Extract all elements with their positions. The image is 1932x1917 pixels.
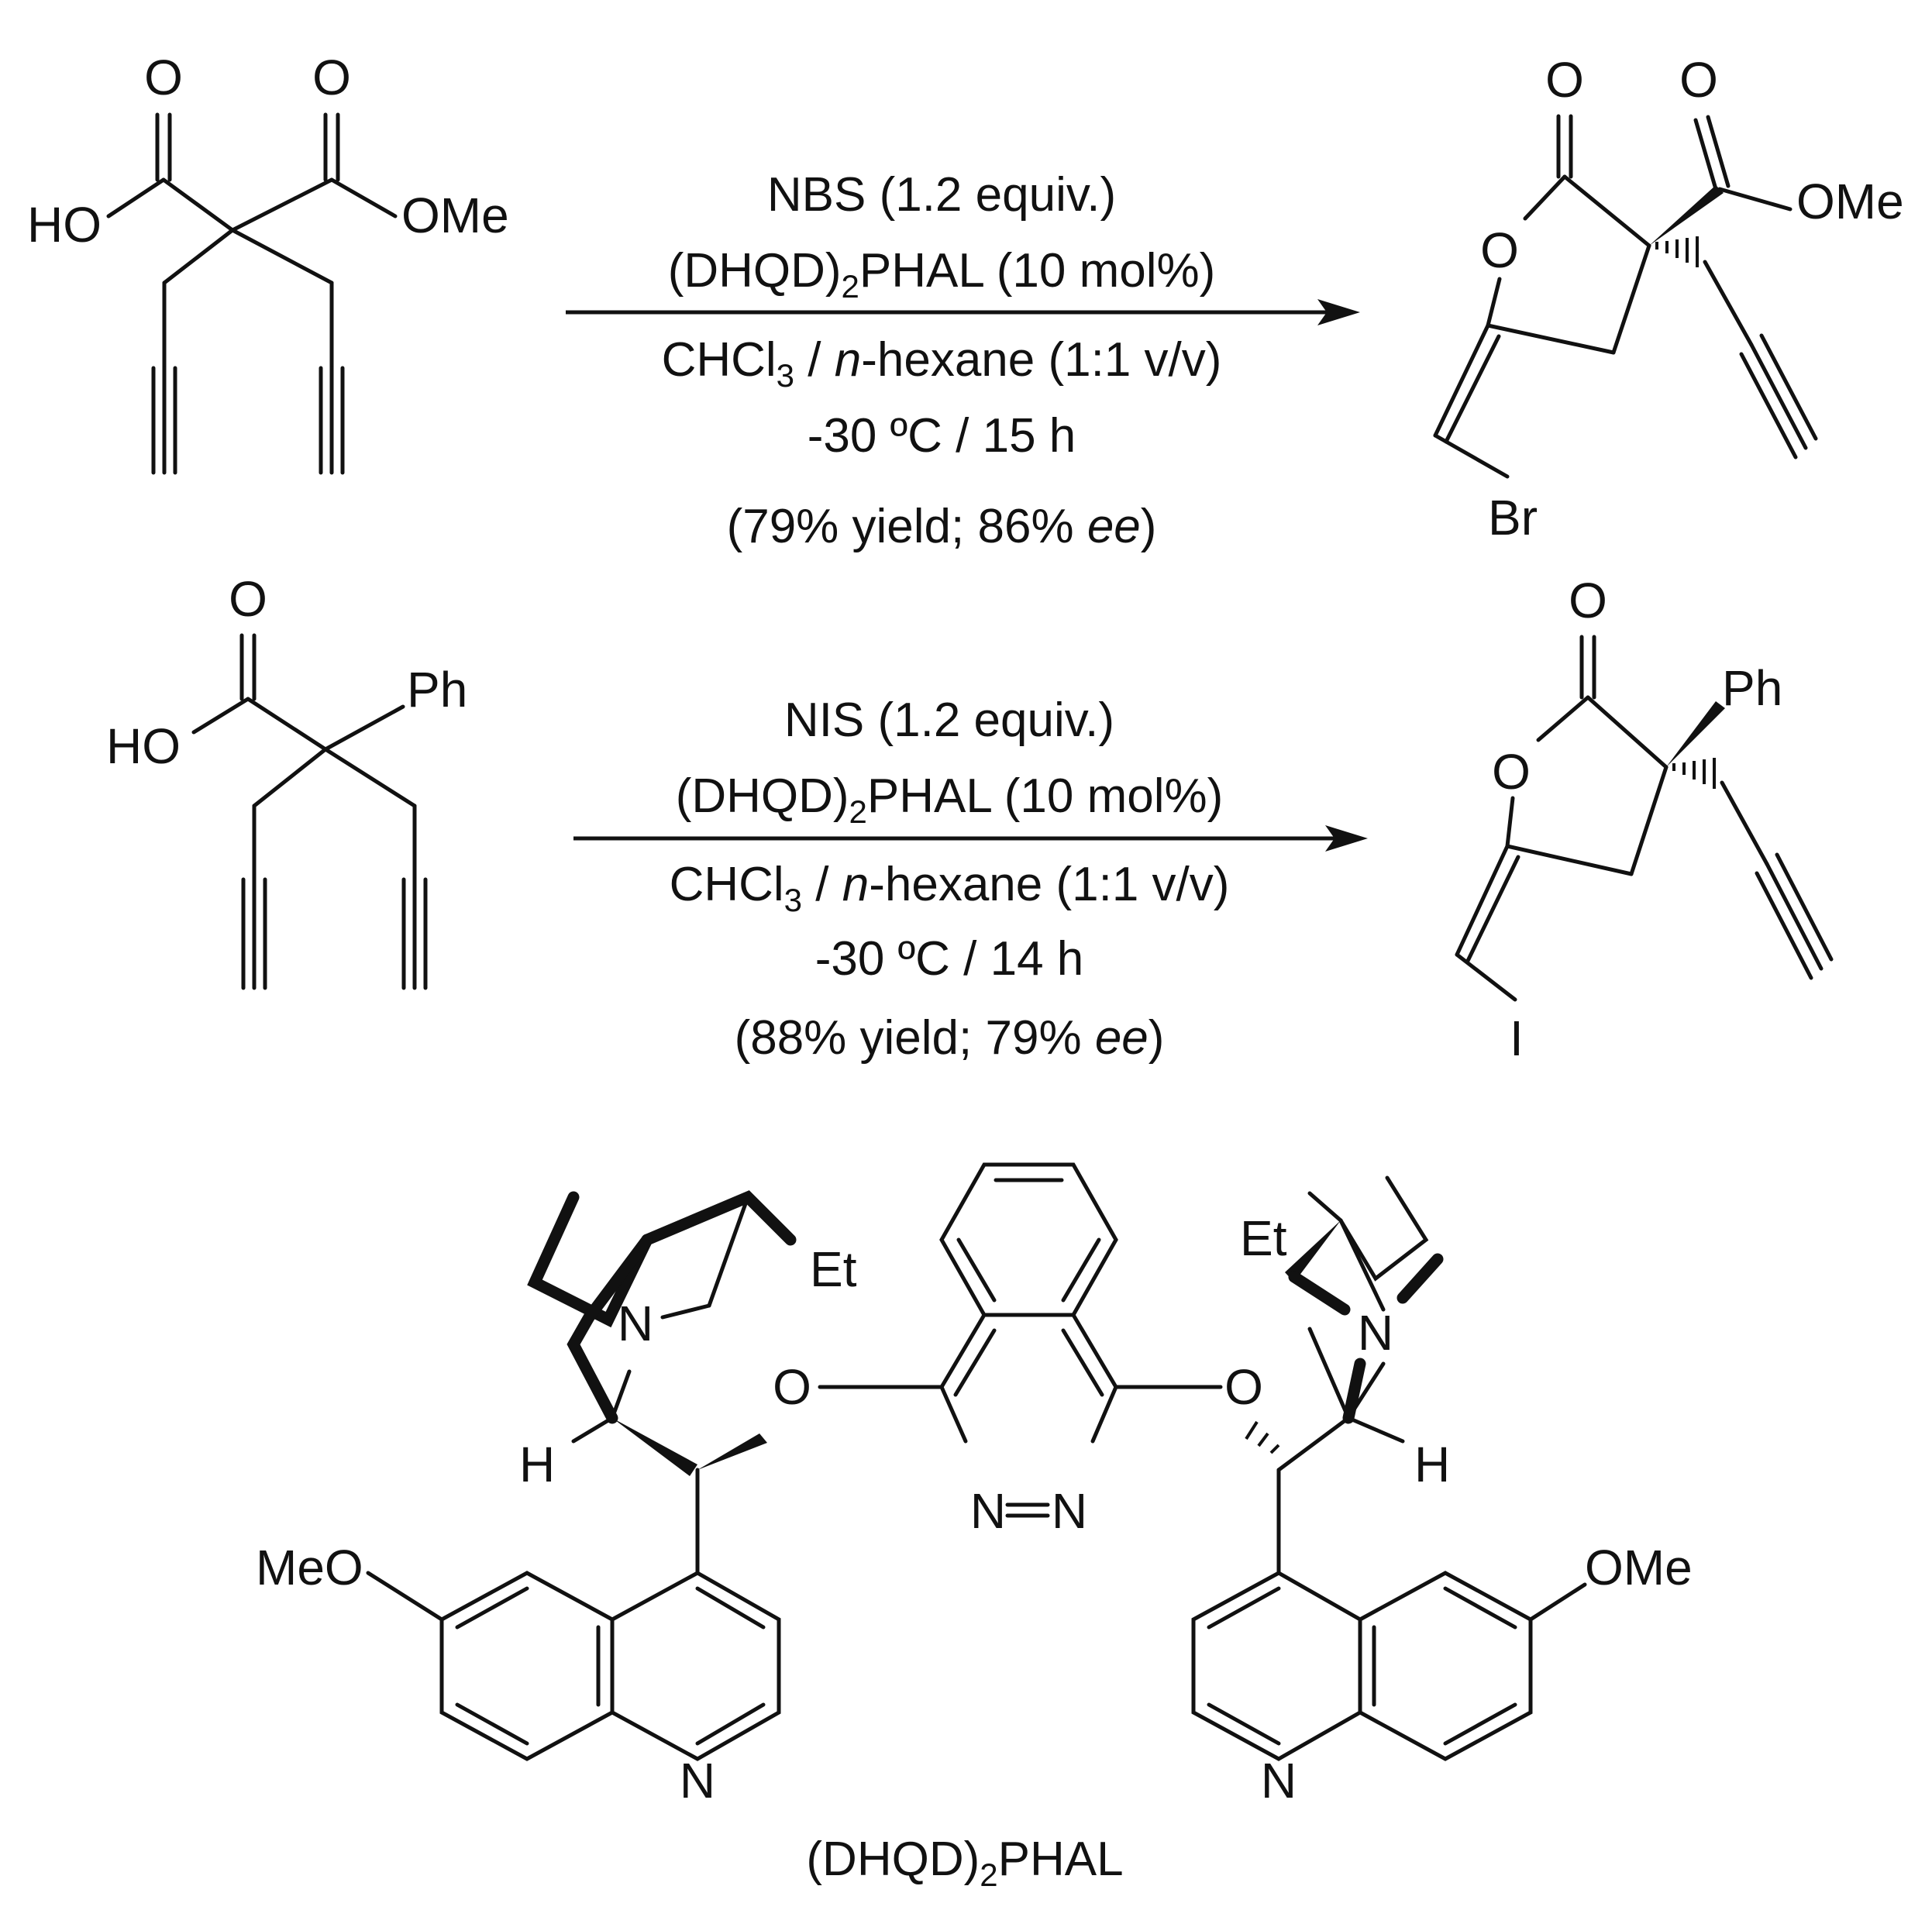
atom-et: Et — [810, 1241, 857, 1297]
reaction1-arrow — [566, 299, 1360, 325]
atom-n: N — [1052, 1483, 1087, 1539]
atom-o: O — [229, 571, 267, 627]
reaction2-conditions: NIS (1.2 equiv.) (DHQD)2PHAL (10 mol%) C… — [670, 693, 1230, 1065]
reaction1-solvent: CHCl3 / n-hexane (1:1 v/v) — [662, 333, 1222, 394]
atom-n: N — [1261, 1753, 1297, 1809]
dhqd2phal-structure: N Et H O N N O Et N H MeO OMe N N (DHQD)… — [256, 1162, 1693, 1893]
atom-ph: Ph — [1722, 660, 1782, 716]
reaction2-result: (88% yield; 79% ee) — [735, 1011, 1165, 1065]
reaction2-reagent: NIS (1.2 equiv.) — [784, 693, 1114, 747]
atom-n: N — [618, 1296, 653, 1351]
atom-o: O — [1224, 1359, 1263, 1415]
atom-o: O — [1545, 52, 1584, 108]
reaction1-starting-material: O O HO OMe — [27, 50, 509, 475]
reaction1-result: (79% yield; 86% ee) — [727, 500, 1157, 553]
atom-i: I — [1510, 1010, 1524, 1066]
reaction1-reagent: NBS (1.2 equiv.) — [767, 168, 1116, 222]
reaction2-arrow — [573, 825, 1368, 852]
reaction2-catalyst: (DHQD)2PHAL (10 mol%) — [676, 769, 1224, 830]
atom-o: O — [144, 50, 183, 105]
atom-ho: HO — [106, 718, 181, 774]
reaction1-catalyst: (DHQD)2PHAL (10 mol%) — [668, 244, 1216, 305]
atom-ome: OMe — [1585, 1540, 1693, 1595]
atom-h: H — [1414, 1437, 1450, 1492]
atom-o: O — [1569, 573, 1607, 628]
reaction2-temperature-time: -30 ºC / 14 h — [815, 932, 1084, 986]
atom-ph: Ph — [407, 662, 467, 718]
reaction1-temperature-time: -30 ºC / 15 h — [808, 409, 1076, 463]
reaction2-solvent: CHCl3 / n-hexane (1:1 v/v) — [670, 858, 1230, 918]
atom-o: O — [1480, 222, 1519, 278]
atom-meo: MeO — [256, 1540, 363, 1595]
reaction1-conditions: NBS (1.2 equiv.) (DHQD)2PHAL (10 mol%) C… — [662, 168, 1222, 553]
atom-n: N — [680, 1753, 715, 1809]
atom-o: O — [312, 50, 351, 105]
atom-ome: OMe — [1796, 174, 1904, 229]
atom-ho: HO — [27, 197, 102, 253]
atom-o: O — [1679, 52, 1718, 108]
atom-o: O — [773, 1359, 811, 1415]
atom-ome: OMe — [401, 188, 509, 243]
atom-n: N — [1358, 1305, 1393, 1361]
atom-h: H — [519, 1437, 555, 1492]
atom-et: Et — [1240, 1210, 1287, 1266]
atom-br: Br — [1488, 490, 1538, 546]
atom-n: N — [970, 1483, 1006, 1539]
reaction2-product: O O Ph I — [1455, 573, 1834, 1066]
reaction2-starting-material: O HO Ph — [106, 571, 467, 990]
reaction1-product: O O O OMe Br — [1433, 52, 1904, 546]
catalyst-label: (DHQD)2PHAL — [806, 1833, 1123, 1893]
atom-o: O — [1492, 744, 1531, 800]
